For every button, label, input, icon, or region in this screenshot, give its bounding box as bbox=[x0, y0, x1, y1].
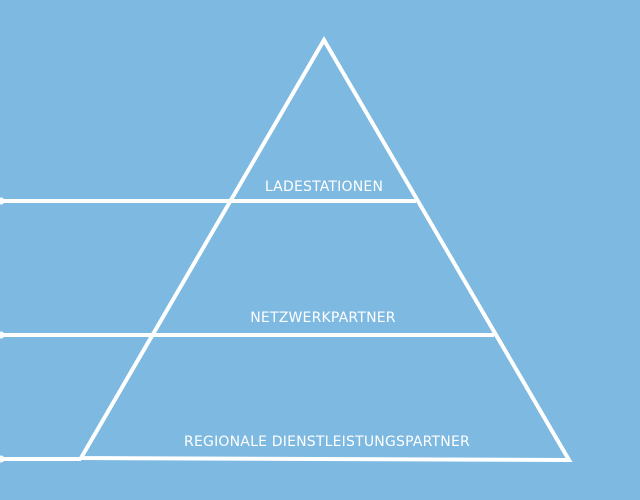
divider-end-cap-bottom bbox=[0, 455, 5, 463]
pyramid-outline bbox=[77, 36, 573, 463]
tier-label-ladestationen: LADESTATIONEN bbox=[265, 179, 383, 195]
tier-label-netzwerkpartner: NETZWERKPARTNER bbox=[250, 310, 396, 326]
divider-end-cap-middle bbox=[0, 331, 5, 339]
tier-label-regionale-dienstleistungspartner: REGIONALE DIENSTLEISTUNGSPARTNER bbox=[184, 434, 470, 450]
divider-end-cap-top bbox=[0, 197, 5, 205]
